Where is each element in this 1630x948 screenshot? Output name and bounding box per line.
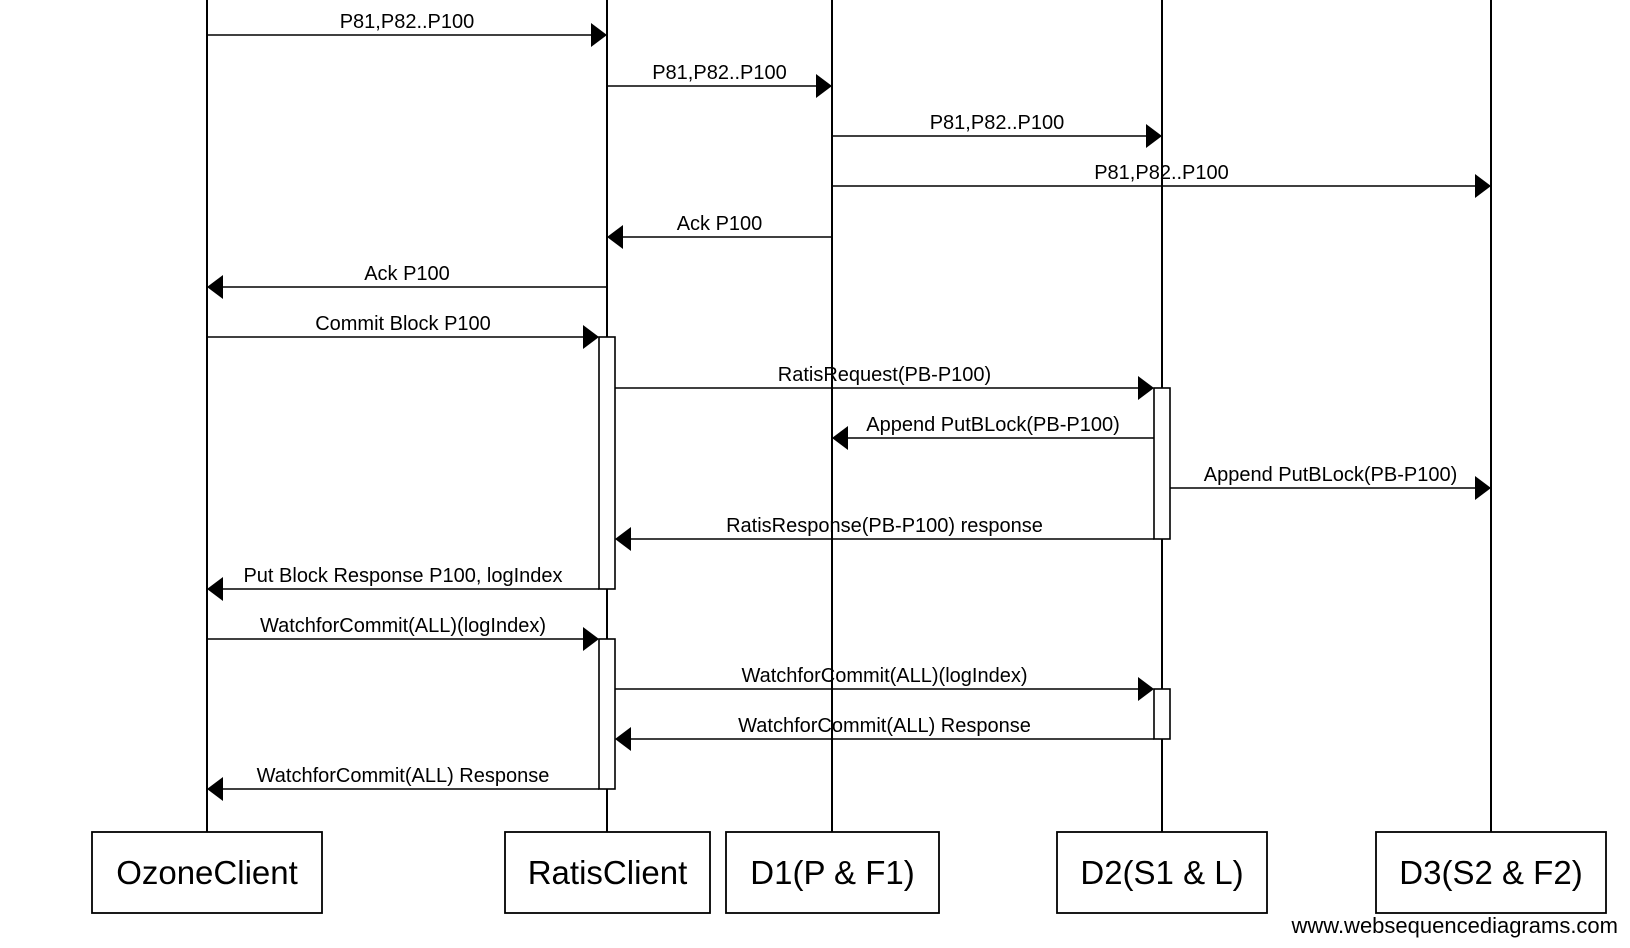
activation-box-d2 [1153, 387, 1171, 540]
arrowhead-icon [1475, 174, 1491, 198]
participant-label-d2: D2(S1 & L) [1080, 854, 1243, 891]
activation-box-rc [598, 638, 616, 790]
arrowhead-icon [615, 727, 631, 751]
arrowhead-icon [207, 577, 223, 601]
message-label: Put Block Response P100, logIndex [243, 565, 562, 587]
arrowhead-icon [583, 325, 599, 349]
arrowhead-icon [583, 627, 599, 651]
participant-box-d3 [1375, 831, 1607, 914]
participant-box-oz [91, 831, 323, 914]
participant-label-rc: RatisClient [528, 854, 688, 891]
arrowhead-icon [1138, 376, 1154, 400]
participant-label-oz: OzoneClient [116, 854, 298, 891]
message-label: WatchforCommit(ALL)(logIndex) [260, 615, 546, 637]
arrowhead-icon [1146, 124, 1162, 148]
message-label: Append PutBLock(PB-P100) [866, 414, 1120, 436]
message-label: WatchforCommit(ALL) Response [257, 765, 550, 787]
arrowhead-icon [207, 275, 223, 299]
arrowhead-icon [816, 74, 832, 98]
message-label: Append PutBLock(PB-P100) [1204, 464, 1458, 486]
arrowhead-icon [1475, 476, 1491, 500]
message-label: P81,P82..P100 [340, 11, 475, 33]
participant-box-d2 [1056, 831, 1268, 914]
arrowhead-icon [207, 777, 223, 801]
arrowhead-icon [1138, 677, 1154, 701]
participant-box-rc [504, 831, 711, 914]
participant-box-d1 [725, 831, 940, 914]
message-label: Ack P100 [364, 263, 450, 285]
watermark-text: www.websequencediagrams.com [1291, 913, 1619, 938]
participant-label-d1: D1(P & F1) [750, 854, 914, 891]
message-label: WatchforCommit(ALL) Response [738, 715, 1031, 737]
message-label: P81,P82..P100 [652, 62, 787, 84]
activation-box-rc [598, 336, 616, 590]
message-label: Ack P100 [677, 213, 763, 235]
arrowhead-icon [591, 23, 607, 47]
message-label: RatisRequest(PB-P100) [778, 364, 991, 386]
participant-label-d3: D3(S2 & F2) [1399, 854, 1582, 891]
arrowhead-icon [607, 225, 623, 249]
message-label: P81,P82..P100 [930, 112, 1065, 134]
message-label: Commit Block P100 [315, 313, 491, 335]
arrowhead-icon [832, 426, 848, 450]
message-label: RatisResponse(PB-P100) response [726, 515, 1043, 537]
arrowhead-icon [615, 527, 631, 551]
message-label: WatchforCommit(ALL)(logIndex) [741, 665, 1027, 687]
message-label: P81,P82..P100 [1094, 162, 1229, 184]
activation-box-d2 [1153, 688, 1171, 740]
